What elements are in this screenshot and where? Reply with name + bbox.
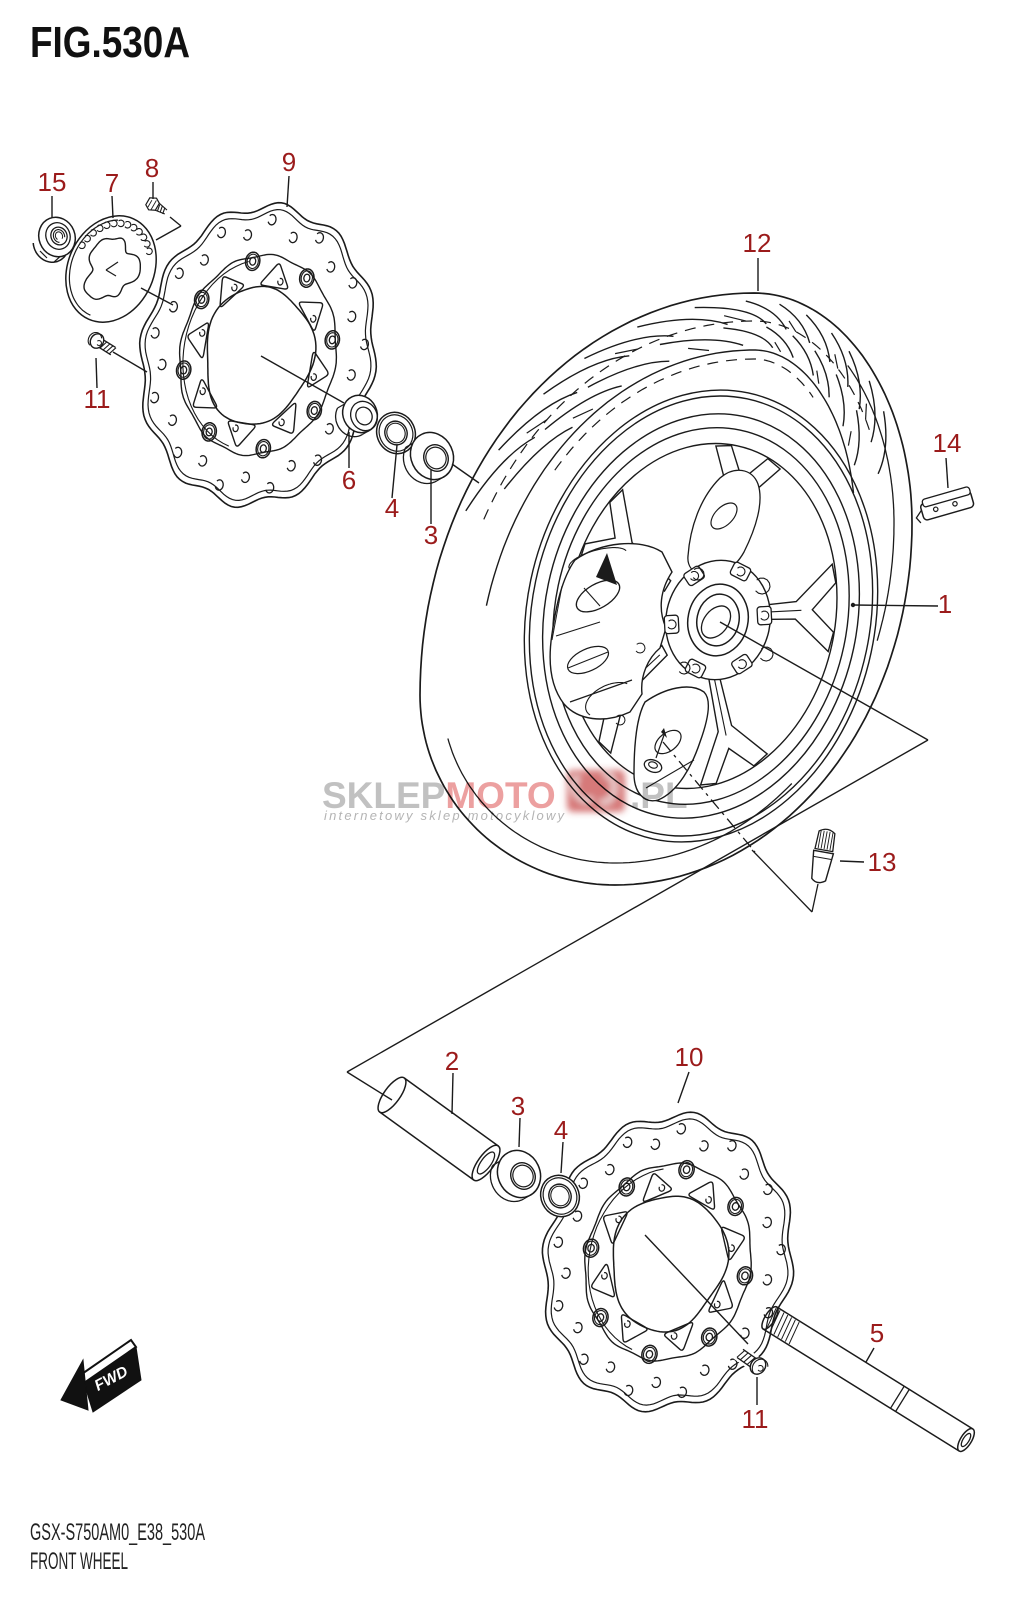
svg-text:SKLEPMOTO: SKLEPMOTO	[322, 775, 556, 816]
svg-text:.PL: .PL	[630, 775, 688, 816]
svg-text:2: 2	[445, 1046, 459, 1076]
svg-text:11: 11	[742, 1404, 769, 1434]
svg-text:7: 7	[105, 168, 119, 198]
svg-text:11: 11	[84, 384, 111, 414]
svg-text:9: 9	[282, 147, 296, 177]
svg-text:8: 8	[145, 153, 159, 183]
svg-text:4: 4	[385, 493, 399, 523]
svg-text:FIG.530A: FIG.530A	[30, 18, 190, 67]
svg-text:12: 12	[743, 228, 772, 258]
svg-text:GSX-S750AM0_E38_530A: GSX-S750AM0_E38_530A	[30, 1519, 205, 1546]
svg-text:1: 1	[938, 589, 952, 619]
svg-text:4: 4	[554, 1115, 568, 1145]
svg-text:internetowy sklep motocyklowy: internetowy sklep motocyklowy	[324, 808, 566, 823]
svg-text:3: 3	[424, 520, 438, 550]
svg-text:15: 15	[38, 167, 67, 197]
svg-text:14: 14	[933, 428, 962, 458]
svg-text:5: 5	[870, 1318, 884, 1348]
svg-text:10: 10	[675, 1042, 704, 1072]
svg-text:3: 3	[511, 1091, 525, 1121]
svg-text:6: 6	[342, 465, 356, 495]
svg-text:FRONT WHEEL: FRONT WHEEL	[30, 1548, 128, 1575]
svg-text:13: 13	[868, 847, 897, 877]
